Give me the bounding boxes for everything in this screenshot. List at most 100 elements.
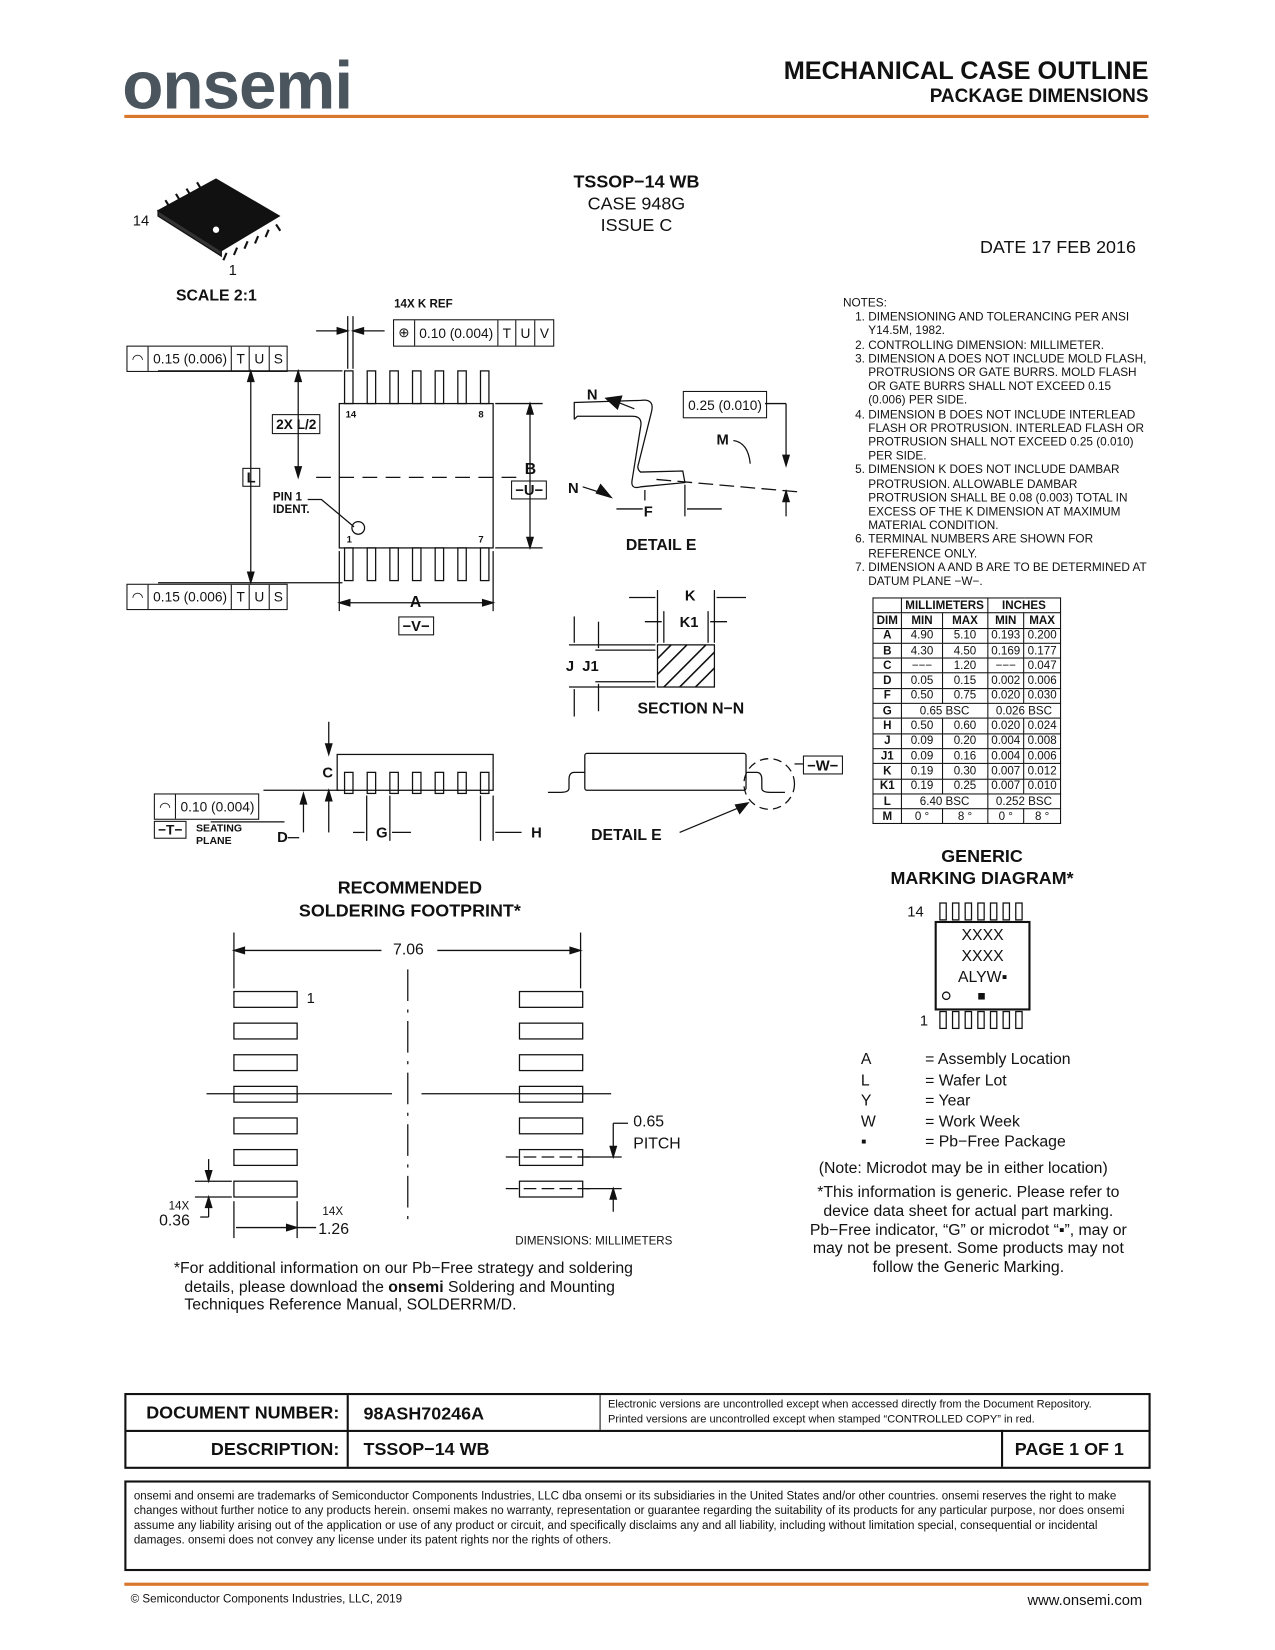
k-ref: 14X K REF — [394, 298, 453, 311]
note-brand: onsemi — [388, 1277, 444, 1296]
package-header: TSSOP−14 WB CASE 948G ISSUE C — [531, 172, 742, 237]
side-view-2-body — [584, 752, 747, 791]
dim-value: 0.006 — [1023, 748, 1061, 765]
pin1-ident: PIN 1 IDENT. — [272, 491, 310, 517]
dim-value: 0.20 — [941, 733, 989, 750]
fcf-value: 0.10 (0.004) — [415, 320, 499, 346]
package-case: CASE 948G — [587, 193, 686, 214]
dim-value: 4.50 — [941, 642, 989, 659]
dim-value: 0.50 — [901, 717, 943, 735]
control-note-1: Electronic versions are uncontrolled exc… — [607, 1398, 1092, 1411]
pkg-pin1: 1 — [228, 261, 237, 279]
package-3d-icon — [156, 178, 282, 261]
pad-l: 1.26 — [318, 1220, 349, 1239]
marking-pin14: 14 — [907, 903, 924, 920]
document-info-table: DOCUMENT NUMBER: 98ASH70246A Electronic … — [124, 1392, 1151, 1469]
dim-value: 0.25 — [941, 778, 989, 795]
datum-w: −W− — [802, 755, 843, 775]
note: DIMENSION A AND B ARE TO BE DETERMINED A… — [868, 561, 1148, 589]
footprint-pin1: 1 — [306, 989, 315, 1007]
legend-row: L = Wafer Lot — [861, 1070, 1071, 1091]
dim-value: 0.15 — [941, 672, 989, 689]
half-l-label: 2X L/2 — [271, 414, 321, 435]
legend-desc: = Pb−Free Package — [925, 1133, 1066, 1152]
datum-t: −T− — [153, 820, 187, 839]
footer-rule — [124, 1582, 1149, 1586]
dim-name: D — [872, 672, 903, 689]
k1-label: K1 — [679, 613, 699, 631]
header-rule — [124, 114, 1149, 119]
dim-value: 0.169 — [987, 642, 1025, 659]
terminal-8: 8 — [478, 408, 484, 420]
dim-value: 5.10 — [941, 627, 989, 644]
dim-value: 0.008 — [1023, 733, 1061, 750]
dim-value: 0.020 — [987, 717, 1025, 735]
fcf-datum: T — [232, 584, 251, 610]
pad-w-count: 14X — [168, 1200, 190, 1213]
package-name: TSSOP−14 WB — [573, 171, 700, 192]
dim-value: 0.193 — [987, 627, 1025, 644]
control-note-2: Printed versions are uncontrolled except… — [607, 1413, 1035, 1426]
marking-line-3: ALYW▪ — [957, 968, 1008, 987]
b-label: B — [524, 460, 537, 479]
dim-value: 8 ° — [941, 808, 989, 825]
dim-value: −−− — [901, 657, 943, 674]
fcf-datum: U — [250, 346, 270, 371]
dim-value: 0.026 BSC — [987, 702, 1061, 720]
marking-line-2: XXXX — [961, 947, 1004, 966]
note-text: Soldering and Mounting Techniques Refere… — [184, 1277, 615, 1314]
dim-value: 0 ° — [901, 808, 943, 825]
note: DIMENSION B DOES NOT INCLUDE INTERLEAD F… — [868, 408, 1148, 464]
l-label: L — [242, 467, 260, 487]
dim-name: G — [872, 702, 903, 720]
dim-name: L — [872, 793, 903, 810]
marking-text: XXXX XXXX ALYW▪ — [936, 925, 1030, 988]
note: DIMENSION A DOES NOT INCLUDE MOLD FLASH,… — [868, 353, 1148, 409]
m-label: M — [716, 430, 729, 448]
dim-name: H — [872, 717, 903, 735]
website-link[interactable]: www.onsemi.com — [1027, 1591, 1143, 1608]
legend-desc: = Wafer Lot — [925, 1071, 1007, 1090]
dim-value: 0.252 BSC — [987, 793, 1061, 810]
dim-value: 0.177 — [1023, 642, 1061, 659]
pad-w: 0.36 — [159, 1211, 190, 1230]
legend-row: W= Work Week — [861, 1111, 1071, 1132]
legend-desc: = Work Week — [925, 1112, 1020, 1131]
marking-pin1: 1 — [919, 1011, 929, 1029]
dim-value: 0.020 — [987, 687, 1025, 704]
note: CONTROLLING DIMENSION: MILLIMETER. — [868, 339, 1148, 353]
h-label: H — [531, 823, 542, 841]
note: TERMINAL NUMBERS ARE SHOWN FOR REFERENCE… — [868, 534, 1148, 562]
marking-title-2: MARKING DIAGRAM* — [890, 868, 1074, 889]
f-label: F — [643, 502, 653, 520]
dim-value: 0.030 — [1023, 687, 1061, 704]
description-label: DESCRIPTION: — [210, 1439, 340, 1460]
width-dim: 7.06 — [393, 940, 424, 959]
th-min: MIN — [987, 612, 1025, 629]
footprint-title-2: SOLDERING FOOTPRINT* — [298, 900, 521, 921]
fcf-modifier: S — [273, 589, 283, 605]
dim-value: 0.002 — [987, 672, 1025, 689]
k-label: K — [684, 586, 696, 604]
dim-value: 4.30 — [901, 642, 943, 659]
marking-chip — [934, 920, 1031, 1011]
dim-value: −−− — [987, 657, 1025, 674]
package-issue: ISSUE C — [600, 214, 673, 235]
legend-code: Y — [860, 1091, 872, 1110]
note-text: *For additional information on our Pb−Fr… — [173, 1259, 633, 1296]
detail-e-title: DETAIL E — [625, 536, 697, 555]
doc-title: MECHANICAL CASE OUTLINE — [783, 56, 1149, 86]
top-leads — [343, 370, 490, 582]
marking-line-1: XXXX — [961, 926, 1004, 945]
dim-value: 0.012 — [1023, 763, 1061, 780]
legend-code: L — [860, 1071, 870, 1090]
dim-name: M — [872, 808, 903, 825]
